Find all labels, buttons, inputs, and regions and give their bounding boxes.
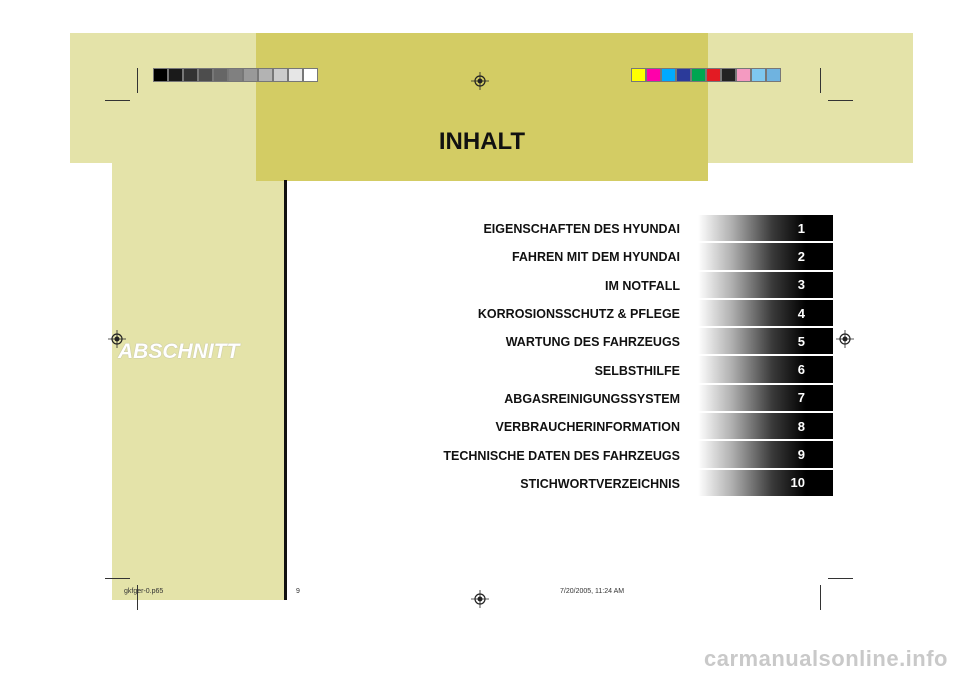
color-swatch: [721, 68, 736, 82]
color-swatch: [751, 68, 766, 82]
color-bar: [631, 68, 781, 82]
section-tab[interactable]: 2: [698, 243, 833, 270]
divider-line: [284, 180, 287, 600]
section-label: ABSCHNITT: [118, 340, 240, 363]
section-tab[interactable]: 7: [698, 384, 833, 412]
table-of-contents: EIGENSCHAFTEN DES HYUNDAI FAHREN MIT DEM …: [380, 215, 680, 498]
section-tab[interactable]: 6: [698, 356, 833, 383]
section-tab[interactable]: 4: [698, 299, 833, 327]
registration-mark-icon: [471, 590, 489, 608]
color-swatch: [706, 68, 721, 82]
page-title: INHALT: [438, 128, 526, 155]
section-tab[interactable]: 3: [698, 271, 833, 298]
gray-swatch: [288, 68, 303, 82]
toc-entry[interactable]: VERBRAUCHERINFORMATION: [495, 420, 681, 435]
grayscale-bar: [153, 68, 318, 82]
toc-entry[interactable]: IM NOTFALL: [605, 278, 680, 293]
gray-swatch: [258, 68, 273, 82]
color-swatch: [631, 68, 646, 82]
color-swatch: [646, 68, 661, 82]
crop-mark: [137, 585, 138, 610]
crop-mark: [137, 68, 138, 93]
toc-entry[interactable]: SELBSTHILFE: [594, 363, 680, 378]
crop-mark: [820, 585, 821, 610]
footer-page-number: 9: [296, 588, 300, 595]
gray-swatch: [213, 68, 228, 82]
registration-mark-icon: [471, 72, 489, 90]
crop-mark: [820, 68, 821, 93]
gray-swatch: [153, 68, 168, 82]
gray-swatch: [198, 68, 213, 82]
registration-mark-icon: [108, 330, 126, 348]
section-tab[interactable]: 8: [698, 413, 833, 440]
toc-entry[interactable]: ABGASREINIGUNGSSYSTEM: [504, 391, 680, 406]
crop-mark: [105, 578, 130, 579]
toc-entry[interactable]: STICHWORTVERZEICHNIS: [520, 476, 680, 491]
gray-swatch: [228, 68, 243, 82]
toc-entry[interactable]: EIGENSCHAFTEN DES HYUNDAI: [483, 222, 680, 237]
toc-entry[interactable]: KORROSIONSSCHUTZ & PFLEGE: [477, 307, 680, 322]
toc-entry[interactable]: WARTUNG DES FAHRZEUGS: [505, 335, 680, 350]
toc-entry[interactable]: FAHREN MIT DEM HYUNDAI: [511, 250, 680, 265]
header-band: [256, 33, 708, 181]
gray-swatch: [303, 68, 318, 82]
section-tab[interactable]: 1: [698, 215, 833, 242]
color-swatch: [766, 68, 781, 82]
toc-entry[interactable]: TECHNISCHE DATEN DES FAHRZEUGS: [443, 448, 680, 463]
page-background-left: [112, 163, 286, 600]
color-swatch: [691, 68, 706, 82]
color-swatch: [736, 68, 751, 82]
section-tab[interactable]: 5: [698, 328, 833, 355]
footer-filename: gkfger-0.p65: [124, 588, 164, 595]
color-swatch: [676, 68, 691, 82]
crop-mark: [105, 100, 130, 101]
color-swatch: [661, 68, 676, 82]
gray-swatch: [183, 68, 198, 82]
section-tab[interactable]: 9: [698, 441, 833, 468]
gray-swatch: [273, 68, 288, 82]
watermark: carmanualsonline.info: [704, 646, 948, 671]
section-tab[interactable]: 10: [698, 469, 833, 496]
crop-mark: [828, 578, 853, 579]
gray-swatch: [168, 68, 183, 82]
crop-mark: [828, 100, 853, 101]
gray-swatch: [243, 68, 258, 82]
registration-mark-icon: [836, 330, 854, 348]
footer-timestamp: 7/20/2005, 11:24 AM: [560, 588, 625, 595]
